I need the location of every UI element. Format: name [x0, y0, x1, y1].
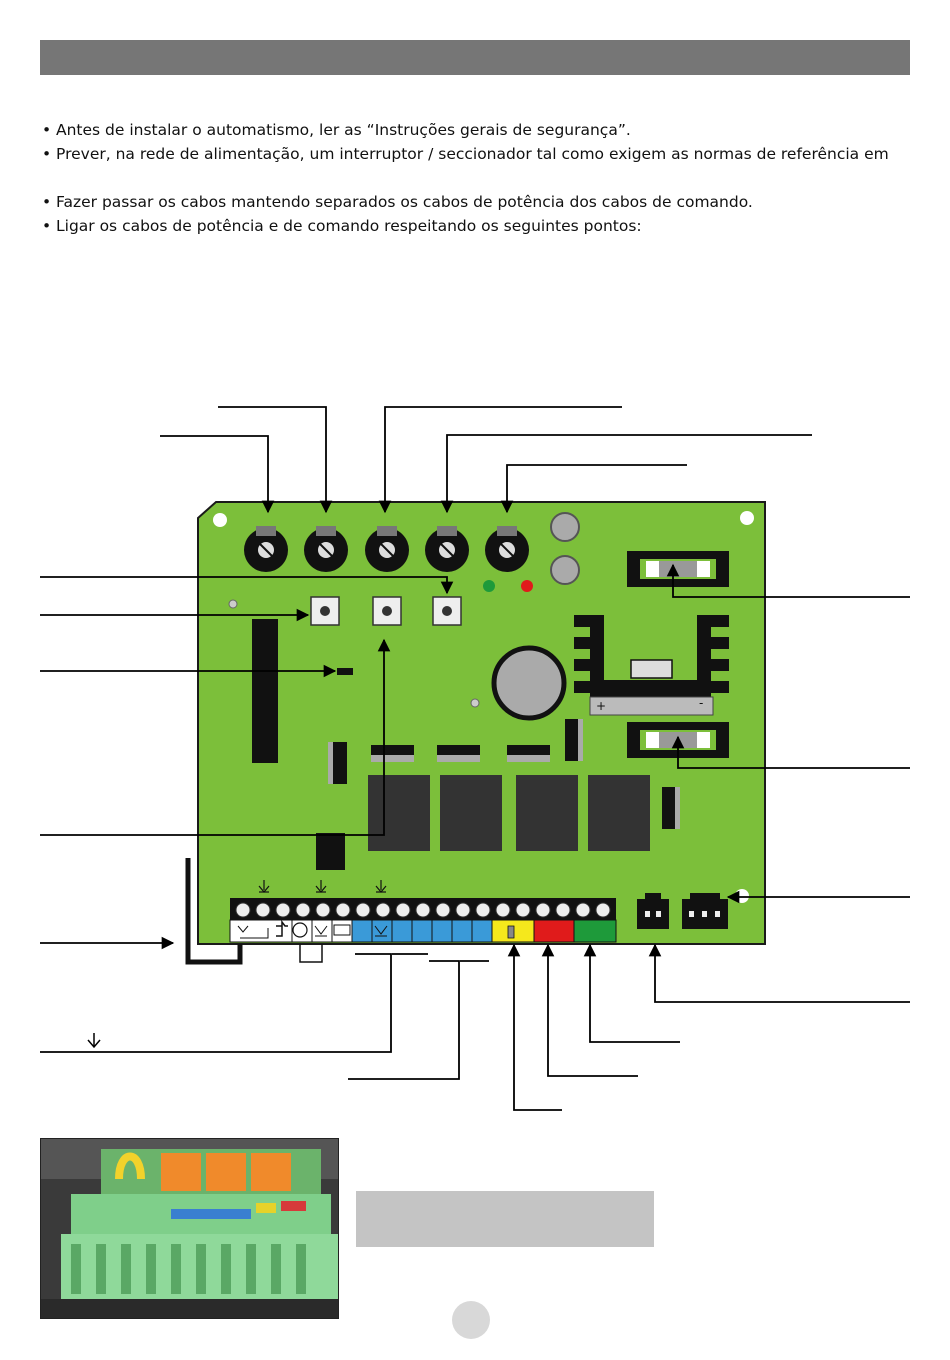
page-number-badge — [452, 1301, 490, 1339]
test-point — [228, 599, 238, 609]
relay — [588, 775, 650, 851]
instruction-item: •Fazer passar os cabos mantendo separado… — [42, 190, 922, 214]
relay — [516, 775, 578, 851]
bullet-icon: • — [42, 121, 52, 139]
led-indicator — [337, 668, 353, 675]
fuse-top — [627, 551, 729, 587]
section-header-bar — [40, 40, 910, 75]
mounting-hole — [740, 511, 754, 525]
bridge-marker — [299, 944, 323, 963]
transistor — [371, 745, 414, 757]
mounting-hole — [213, 513, 227, 527]
jumper — [316, 833, 345, 870]
polarity-minus-label: - — [699, 696, 703, 710]
component — [565, 719, 581, 761]
mounting-hole — [735, 889, 749, 903]
radio-receiver-connector — [252, 619, 278, 763]
transistor — [437, 745, 480, 757]
connector-3pin — [682, 893, 728, 929]
push-buttons — [310, 596, 462, 626]
rectifier-bridge — [589, 696, 714, 716]
down-arrow-icon — [87, 1033, 101, 1049]
capacitor — [550, 512, 580, 542]
relay — [368, 775, 430, 851]
instruction-text: Ligar os cabos de potência e de comando … — [56, 217, 642, 235]
capacitor — [550, 555, 580, 585]
connector-2pin — [637, 893, 669, 929]
led-red — [521, 580, 533, 592]
photo-illustration — [41, 1139, 338, 1318]
test-point — [470, 698, 480, 708]
instruction-text: Fazer passar os cabos mantendo separados… — [56, 193, 753, 211]
terminal-block — [229, 898, 617, 943]
instruction-text: Antes de instalar o automatismo, ler as … — [56, 121, 631, 139]
polarity-plus-label: + — [596, 699, 606, 713]
instruction-text: Prever, na rede de alimentação, um inter… — [56, 145, 889, 163]
instruction-item: •Ligar os cabos de potência e de comando… — [42, 214, 922, 238]
bullet-icon: • — [42, 145, 52, 163]
bullet-icon: • — [42, 217, 52, 235]
relay — [440, 775, 502, 851]
heatsink — [574, 615, 729, 697]
bullet-icon: • — [42, 193, 52, 211]
instruction-item: •Prever, na rede de alimentação, um inte… — [42, 142, 922, 166]
trimmer-potentiometers — [244, 526, 529, 572]
electrolytic-capacitor — [491, 645, 567, 721]
jumper-wire — [185, 858, 243, 965]
instruction-item: •Antes de instalar o automatismo, ler as… — [42, 118, 922, 142]
callout-lines — [40, 406, 910, 1111]
transistor — [507, 745, 550, 757]
instruction-list: •Antes de instalar o automatismo, ler as… — [42, 118, 922, 238]
led-green — [483, 580, 495, 592]
component — [662, 787, 678, 829]
note-box — [356, 1191, 654, 1247]
component — [331, 742, 347, 784]
terminal-block-photo — [40, 1138, 339, 1319]
ground-markers — [258, 880, 387, 893]
